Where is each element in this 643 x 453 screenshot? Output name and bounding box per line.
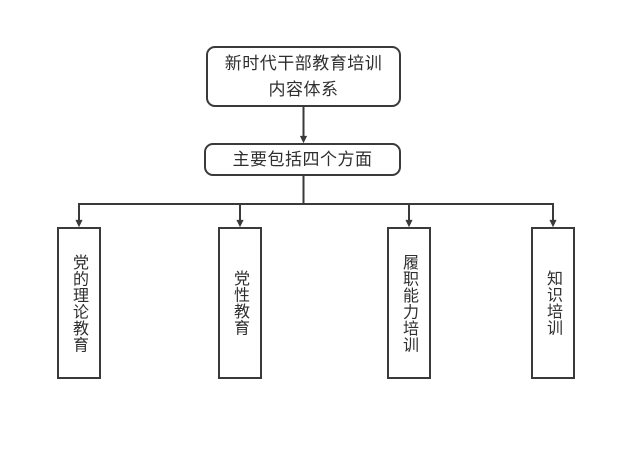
node-leaf-3[interactable]: 履职能力培训: [387, 227, 431, 379]
node-leaf-1[interactable]: 党的理论教育: [57, 227, 101, 379]
node-leaf-1-label: 党的理论教育: [70, 253, 89, 353]
node-subtitle[interactable]: 主要包括四个方面: [204, 143, 401, 176]
node-subtitle-label: 主要包括四个方面: [232, 149, 373, 170]
node-leaf-2[interactable]: 党性教育: [218, 227, 262, 379]
node-leaf-4[interactable]: 知识培训: [531, 227, 575, 379]
node-leaf-4-label: 知识培训: [544, 270, 563, 336]
node-root-label: 新时代干部教育培训内容体系: [224, 53, 383, 100]
node-root[interactable]: 新时代干部教育培训内容体系: [206, 46, 401, 107]
node-leaf-3-label: 履职能力培训: [400, 253, 419, 353]
node-leaf-2-label: 党性教育: [231, 270, 250, 336]
